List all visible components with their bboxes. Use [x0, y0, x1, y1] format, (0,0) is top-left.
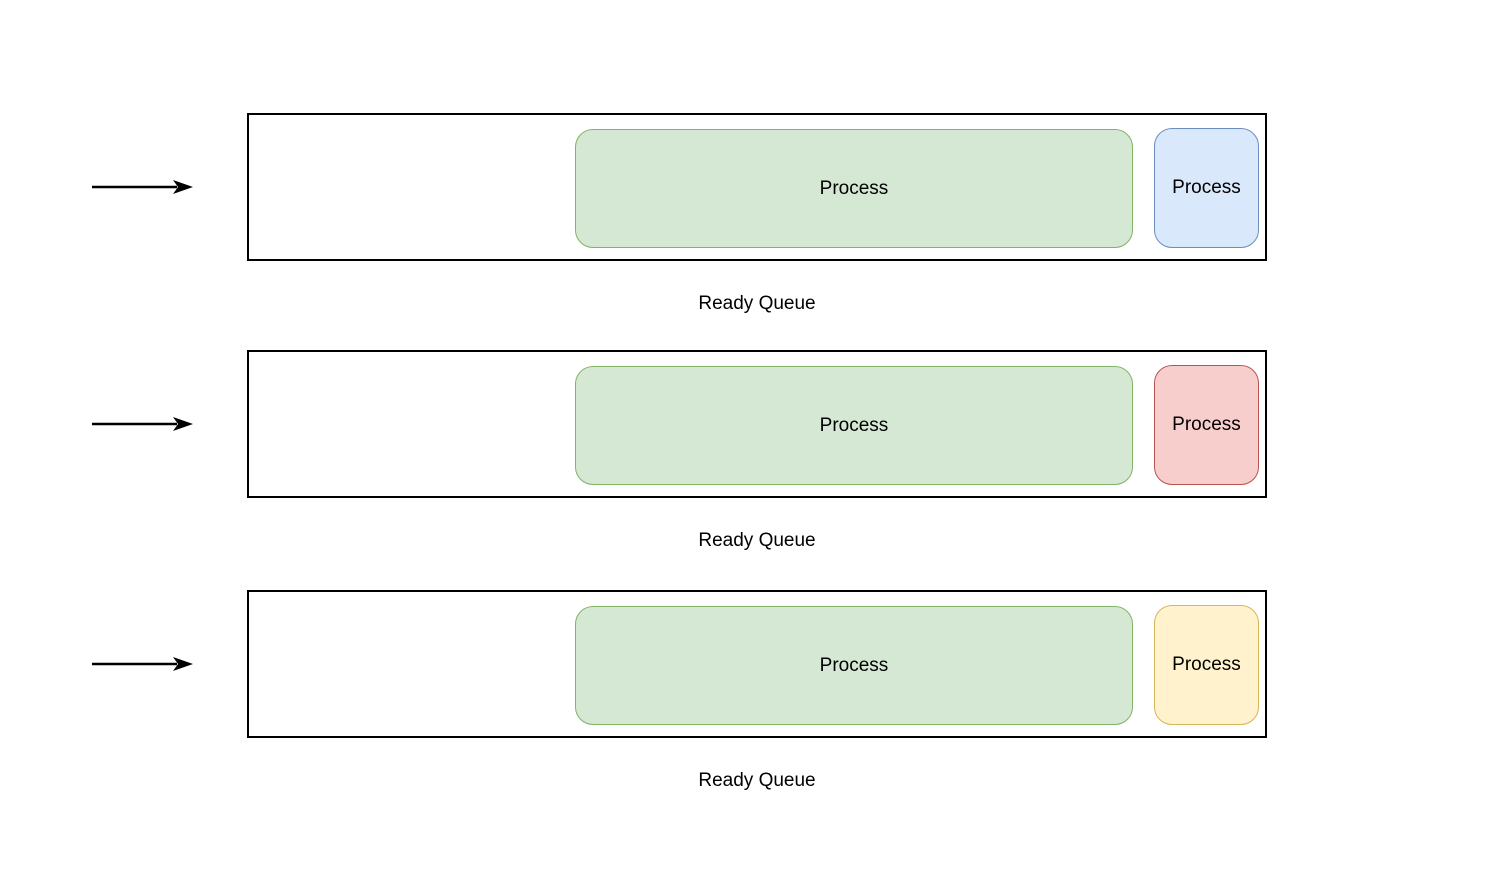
queue-label: Ready Queue — [698, 770, 816, 791]
process-node-large: Process — [575, 129, 1133, 248]
incoming-arrow-icon — [92, 657, 193, 671]
queue-label: Ready Queue — [698, 293, 816, 314]
process-label: Process — [1172, 177, 1241, 198]
queue-label: Ready Queue — [698, 530, 816, 551]
process-node-large: Process — [575, 366, 1133, 485]
process-node-small: Process — [1154, 365, 1259, 485]
incoming-arrow-icon — [92, 180, 193, 194]
process-node-large: Process — [575, 606, 1133, 725]
ready-queue-row-3: Process Process Ready Queue — [0, 590, 1486, 830]
process-label: Process — [1172, 654, 1241, 675]
process-label: Process — [1172, 414, 1241, 435]
ready-queue-row-1: Process Process Ready Queue — [0, 113, 1486, 353]
queue-box: Process Process — [247, 350, 1267, 498]
process-label: Process — [819, 654, 889, 676]
queue-box: Process Process — [247, 113, 1267, 261]
ready-queue-row-2: Process Process Ready Queue — [0, 350, 1486, 590]
process-label: Process — [819, 177, 889, 199]
queue-box: Process Process — [247, 590, 1267, 738]
process-node-small: Process — [1154, 128, 1259, 248]
incoming-arrow-icon — [92, 417, 193, 431]
process-node-small: Process — [1154, 605, 1259, 725]
process-label: Process — [819, 414, 889, 436]
